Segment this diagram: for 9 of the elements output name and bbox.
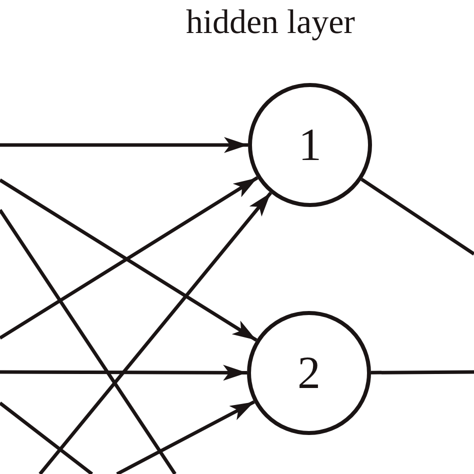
connection-line [360, 178, 474, 256]
arrow [38, 192, 272, 474]
arrow [0, 137, 248, 153]
layer-title: hidden layer [186, 6, 355, 40]
arrow [116, 400, 255, 474]
neuron-number: 1 [298, 122, 322, 168]
connection-line [370, 370, 474, 374]
neuron-number: 2 [298, 350, 320, 396]
arrow [0, 364, 247, 381]
